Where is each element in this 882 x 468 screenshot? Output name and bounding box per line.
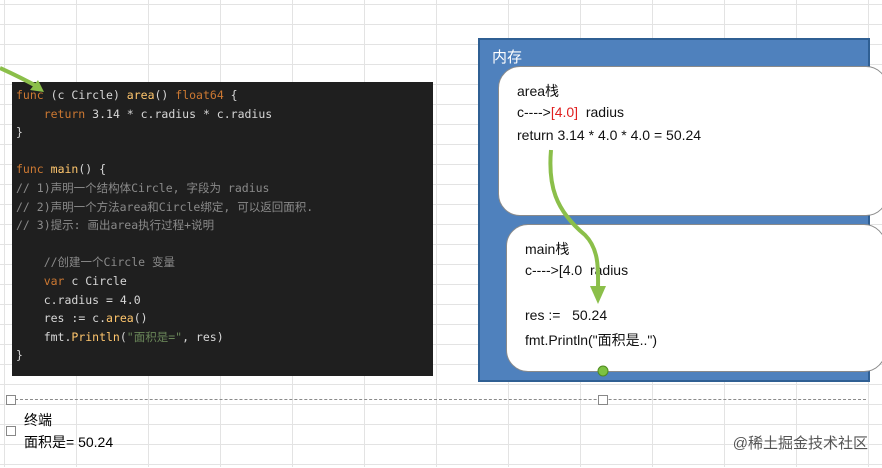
resize-handle[interactable] [6, 426, 16, 436]
resize-handle[interactable] [598, 395, 608, 405]
code-comment: //创建一个Circle 变量 [16, 255, 176, 270]
code-line: c.radius = 4.0 [16, 292, 141, 307]
return-value-arrow [548, 149, 601, 291]
code-line: func main() { [16, 162, 107, 177]
code-comment: // 3)提示: 画出area执行过程+说明 [16, 218, 215, 233]
main-stack-res-line: res := 50.24 [525, 307, 608, 323]
terminal-title: 终端 [24, 412, 52, 428]
code-line: var c Circle [16, 273, 127, 288]
code-panel: func (c Circle) area() float64 { return … [12, 82, 433, 376]
code-line: res := c.area() [16, 311, 148, 326]
connector-dot [597, 365, 609, 377]
code-line: func (c Circle) area() float64 { [16, 88, 238, 102]
area-stack-title: area栈 [517, 83, 560, 99]
code-line: fmt.Println("面积是=", res) [16, 329, 224, 344]
resize-handle[interactable] [6, 395, 16, 405]
arrow-to-code-head [30, 80, 44, 92]
code-line: return 3.14 * c.radius * c.radius [16, 106, 273, 121]
code-comment: // 2)声明一个方法area和Circle绑定, 可以返回面积. [16, 199, 314, 214]
terminal-box: 终端 面积是= 50.24 [6, 395, 866, 468]
area-stack-return-line: return 3.14 * 4.0 * 4.0 = 50.24 [517, 127, 702, 143]
return-value-arrow-head [590, 286, 606, 304]
main-stack-title: main栈 [525, 241, 570, 257]
memory-panel: 内存 area栈 c---->[4.0] radius return 3.14 … [478, 38, 882, 382]
main-stack-box: main栈 c---->[4.0 radius res := 50.24 fmt… [506, 224, 882, 372]
code-comment: // 1)声明一个结构体Circle, 字段为 radius [16, 180, 270, 195]
terminal-output: 面积是= 50.24 [24, 434, 114, 450]
code-line: } [16, 348, 23, 363]
area-stack-box: area栈 c---->[4.0] radius return 3.14 * 4… [498, 66, 882, 216]
main-stack-print-line: fmt.Println("面积是..") [525, 332, 658, 348]
watermark: @稀土掘金技术社区 [732, 435, 868, 452]
code-line: } [16, 125, 23, 140]
memory-title: 内存 [492, 48, 523, 66]
area-stack-param-line: c---->[4.0] radius [517, 104, 624, 120]
